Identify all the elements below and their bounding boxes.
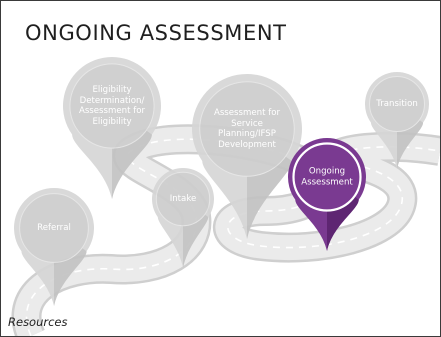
pin-referral[interactable] (14, 188, 95, 306)
stage-label-intake: Intake (169, 193, 197, 204)
stage-label-eligibility: Eligibility Determination/ Assessment fo… (78, 85, 146, 127)
pin-assessment-ifsp[interactable] (191, 74, 302, 239)
slide-title: ONGOING ASSESSMENT (25, 21, 287, 45)
pin-transition[interactable] (365, 71, 429, 169)
pin-ring-referral (19, 193, 89, 263)
stage-pins (14, 57, 429, 306)
pin-intake[interactable] (152, 167, 214, 268)
pin-ring-assessment-ifsp (199, 81, 295, 177)
pin-ring-intake (155, 171, 211, 227)
stage-label-transition: Transition (376, 98, 418, 109)
stage-label-ongoing-assessment: Ongoing Assessment (301, 166, 353, 188)
pin-ongoing-assessment[interactable] (288, 138, 366, 251)
pin-ring-ongoing-assessment (292, 142, 362, 212)
pin-ring-transition (369, 76, 425, 132)
stage-label-assessment-ifsp: Assessment for Service Planning/IFSP Dev… (213, 108, 281, 150)
pin-eligibility[interactable] (62, 57, 161, 199)
pin-ring-eligibility (69, 63, 155, 149)
stage-label-referral: Referral (37, 222, 71, 233)
resources-link[interactable]: Resources (8, 315, 68, 329)
